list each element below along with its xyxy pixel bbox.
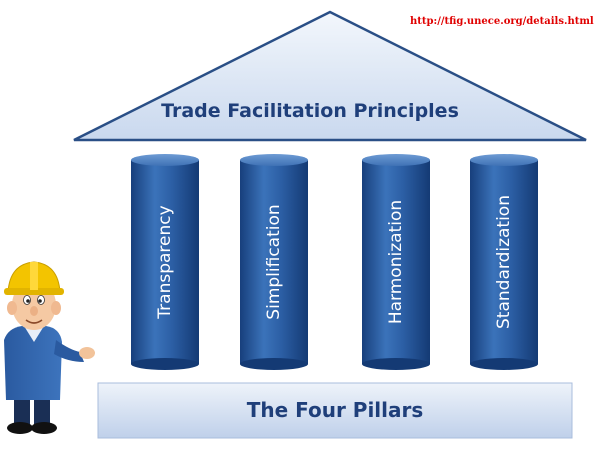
roof-title: Trade Facilitation Principles	[161, 100, 459, 122]
pillar-label-harmonization: Harmonization	[386, 199, 406, 325]
pillar-label-standardization: Standardization	[494, 195, 514, 329]
source-url-text[interactable]: http://tfig.unece.org/details.html	[410, 16, 594, 27]
base-slab	[97, 382, 573, 439]
pillar-simplification	[240, 154, 308, 370]
roof	[73, 10, 587, 142]
pillar-label-simplification: Simplification	[264, 204, 284, 320]
roof-shape	[73, 10, 587, 142]
pillar-standardization	[470, 154, 538, 370]
worker-mascot	[4, 261, 95, 434]
pillar-harmonization	[362, 154, 430, 370]
pillar-label-transparency: Transparency	[155, 205, 175, 319]
base-title: The Four Pillars	[246, 398, 424, 422]
base	[97, 382, 573, 439]
pillar-transparency	[131, 154, 199, 370]
